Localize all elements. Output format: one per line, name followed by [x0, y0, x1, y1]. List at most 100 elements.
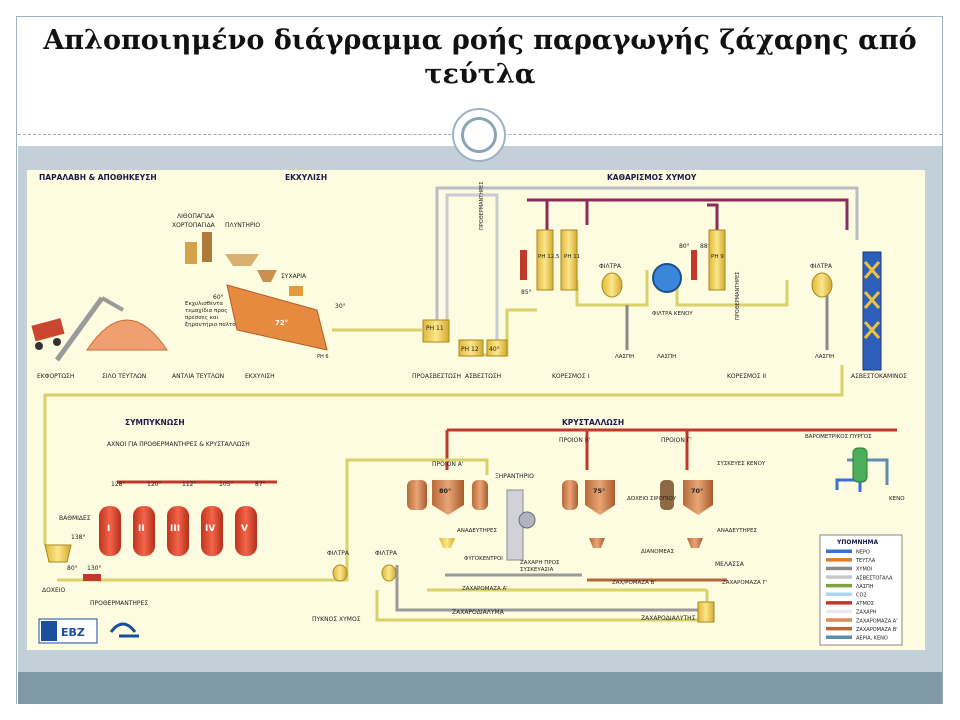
label-effect-5: V — [241, 524, 248, 534]
dryer-icon — [506, 489, 536, 561]
label-steps: ΒΑΘΜΙΔΕΣ — [59, 515, 91, 522]
label-effect-2: II — [138, 524, 145, 534]
frame-right-line — [942, 16, 943, 704]
diffuser-icon — [226, 284, 328, 351]
filter-3 — [332, 564, 348, 582]
sugar-dissolver-icon — [697, 601, 715, 623]
legend-swatch — [826, 609, 852, 614]
label-filters-3: ΦΙΛΤΡΑ — [327, 550, 350, 557]
label-carbonation-2: ΚΟΡΕΣΜΟΣ ΙΙ — [727, 373, 766, 380]
legend-label: ΝΕΡΟ — [856, 550, 870, 556]
centrifuge-a — [439, 538, 455, 548]
ebz-logo: ΕΒΖ — [38, 618, 98, 644]
label-distributors: ΔΙΑΝΟΜΕΑΣ — [641, 549, 675, 555]
label-temp-80c: 80° — [439, 487, 451, 495]
label-effect-1: I — [107, 524, 110, 534]
liming-tank-1 — [458, 339, 484, 357]
preliming-tank — [422, 319, 450, 343]
frame-top-line — [16, 16, 943, 17]
label-temp-128: 128° — [111, 481, 125, 488]
label-lime-kiln: ΑΣΒΕΣΤΟΚΑΜΙΝΟΣ — [851, 373, 907, 380]
label-temp-88: 88° — [700, 243, 711, 250]
vacuum-filter-drum — [652, 263, 682, 293]
label-temp-130: 130° — [87, 565, 101, 572]
label-sludge-3: ΛΑΣΠΗ — [815, 354, 834, 360]
label-extraction: ΕΚΧΥΛΙΣΗ — [245, 373, 275, 380]
legend-swatch — [826, 583, 852, 588]
label-barometric-tower: ΒΑΡΟΜΕΤΡΙΚΟΣ ΠΥΡΓΟΣ — [805, 434, 872, 440]
filter-1 — [601, 272, 623, 298]
section-concentration: ΣΥΜΠΥΚΝΩΣΗ — [125, 418, 185, 427]
process-pipes — [43, 186, 897, 622]
label-temp-80b: 80° — [67, 565, 78, 572]
legend-items: ΝΕΡΟΤΕΥΤΛΑΧΥΜΟΙΑΣΒΕΣΤΟΓΑΛΑΛΑΣΠΗCO2ΑΤΜΟΣΖ… — [826, 549, 898, 642]
section-crystallization: ΚΡΥΣΤΑΛΛΩΣΗ — [562, 418, 624, 427]
sugar-pack-note: ΖΑΧΑΡΗ ΠΡΟΣ ΣΥΣΚΕΥΑΣΙΑ — [520, 560, 560, 573]
label-ph11: PH 11 — [426, 325, 444, 332]
legend-swatch — [826, 558, 852, 562]
label-temp-120: 120° — [147, 481, 161, 488]
section-receiving: ΠΑΡΑΛΑΒΗ & ΑΠΟΘΗΚΕΥΣΗ — [39, 173, 157, 182]
frame-left-line — [16, 16, 17, 704]
pulp-note: Εκχυλισθέντα τεμαχίδια προς πρέσσες και … — [185, 301, 239, 328]
label-filter-1: ΦΙΛΤΡΑ — [599, 263, 622, 270]
label-product-b: ΠΡΟΙΟΝ Β' — [559, 437, 591, 444]
label-evaporators-title: ΑΧΝΟΙ ΓΙΑ ΠΡΟΘΕΡΜΑΝΤΗΡΕΣ & ΚΡΥΣΤΑΛΛΩΣΗ — [107, 441, 250, 448]
flow-diagram: ΠΑΡΑΛΑΒΗ & ΑΠΟΘΗΚΕΥΣΗ ΕΚΧΥΛΙΣΗ ΚΑΘΑΡΙΣΜΟ… — [27, 170, 925, 650]
label-ph9: PH 9 — [711, 254, 724, 260]
legend-label: ΖΑΧΑΡΗ — [856, 610, 877, 616]
evaporator-1 — [99, 506, 121, 556]
label-tank: ΔΟΧΕΙΟ — [42, 587, 65, 594]
label-mixers-2: ΑΝΑΔΕΥΤΗΡΕΣ — [717, 528, 758, 534]
label-ph11b: PH 11 — [564, 254, 580, 260]
label-sludge-2: ΛΑΣΠΗ — [657, 354, 676, 360]
flow-diagram-svg: ΠΑΡΑΛΑΒΗ & ΑΠΟΘΗΚΕΥΣΗ ΕΚΧΥΛΙΣΗ ΚΑΘΑΡΙΣΜΟ… — [31, 173, 907, 646]
legend-label: ΑΣΒΕΣΤΟΓΑΛΑ — [856, 575, 893, 581]
legend-swatch — [826, 601, 852, 605]
label-temp-80: 80° — [679, 243, 690, 250]
label-temp-112: 112° — [182, 481, 196, 488]
vacuum-pan-b — [585, 480, 615, 515]
logo-text: ΕΒΖ — [61, 626, 85, 639]
legend-label: ΛΑΣΠΗ — [856, 584, 874, 590]
label-thick-juice: ΠΥΚΝΟΣ ΧΥΜΟΣ — [312, 616, 361, 623]
label-product-c: ΠΡΟΙΟΝ Γ' — [661, 437, 692, 444]
label-preheaters-h: ΠΡΟΘΕΡΜΑΝΤΗΡΕΣ — [90, 600, 148, 607]
label-filters-4: ΦΙΛΤΡΑ — [375, 550, 398, 557]
legend-label: ΖΑΧΑΡΟΜΑΖΑ Β' — [856, 627, 898, 633]
label-unloading: ΕΚΦΟΡΤΩΣΗ — [37, 373, 74, 380]
label-temp-138: 138° — [71, 534, 85, 541]
legend-label: ΤΕΥΤΛΑ — [855, 558, 876, 564]
lime-kiln-icon — [862, 251, 882, 371]
label-temp-72: 72° — [275, 319, 288, 327]
label-filter-2: ΦΙΛΤΡΑ — [810, 263, 833, 270]
label-washer: ΠΛΥΝΤΗΡΙΟ — [225, 222, 260, 229]
carbonation-column-2 — [560, 229, 578, 291]
page-title: Απλοποιημένο διάγραμμα ροής παραγωγής ζά… — [43, 25, 917, 90]
secondary-logo — [109, 622, 139, 638]
stone-trap-icon — [185, 242, 197, 264]
legend-label: ΖΑΧΑΡΟΜΑΖΑ Α' — [856, 618, 898, 624]
preheater-1 — [520, 250, 527, 280]
vacuum-pan-a2 — [472, 480, 488, 510]
label-ph12-5: PH 12,5 — [538, 254, 560, 260]
beet-pile-icon — [86, 319, 168, 351]
section-extraction: ΕΚΧΥΛΙΣΗ — [285, 173, 327, 182]
label-carbonation-1: ΚΟΡΕΣΜΟΣ Ι — [552, 373, 589, 380]
label-preheaters-v: ΠΡΟΘΕΡΜΑΝΤΗΡΕΣ — [479, 182, 485, 230]
legend-title: ΥΠΟΜΝΗΜΑ — [836, 539, 878, 546]
legend-label: ΑΕΡΙΑ, ΚΕΝΟ — [856, 636, 888, 642]
legend-swatch — [826, 566, 852, 571]
label-molasses: ΜΕΛΑΣΣΑ — [715, 561, 745, 568]
legend-swatch — [826, 618, 852, 622]
divider-ornament-ring — [461, 117, 497, 153]
label-dryer: ΞΗΡΑΝΤΗΡΙΟ — [495, 473, 534, 480]
label-sludge-1: ΛΑΣΠΗ — [615, 354, 634, 360]
filter-2 — [811, 272, 833, 298]
barometric-tower-icon — [852, 447, 868, 492]
label-grass-trap: ΧΟΡΤΟΠΑΓΙΔΑ — [172, 222, 216, 229]
evaporator-bank — [99, 506, 257, 556]
label-slicers: ΣΥΧΑΡΙΑ — [281, 273, 307, 280]
legend-swatch — [826, 575, 852, 579]
label-sugar-dissolver: ΖΑΧΑΡΟΔΙΑΛΥΤΗΣ — [641, 615, 696, 622]
